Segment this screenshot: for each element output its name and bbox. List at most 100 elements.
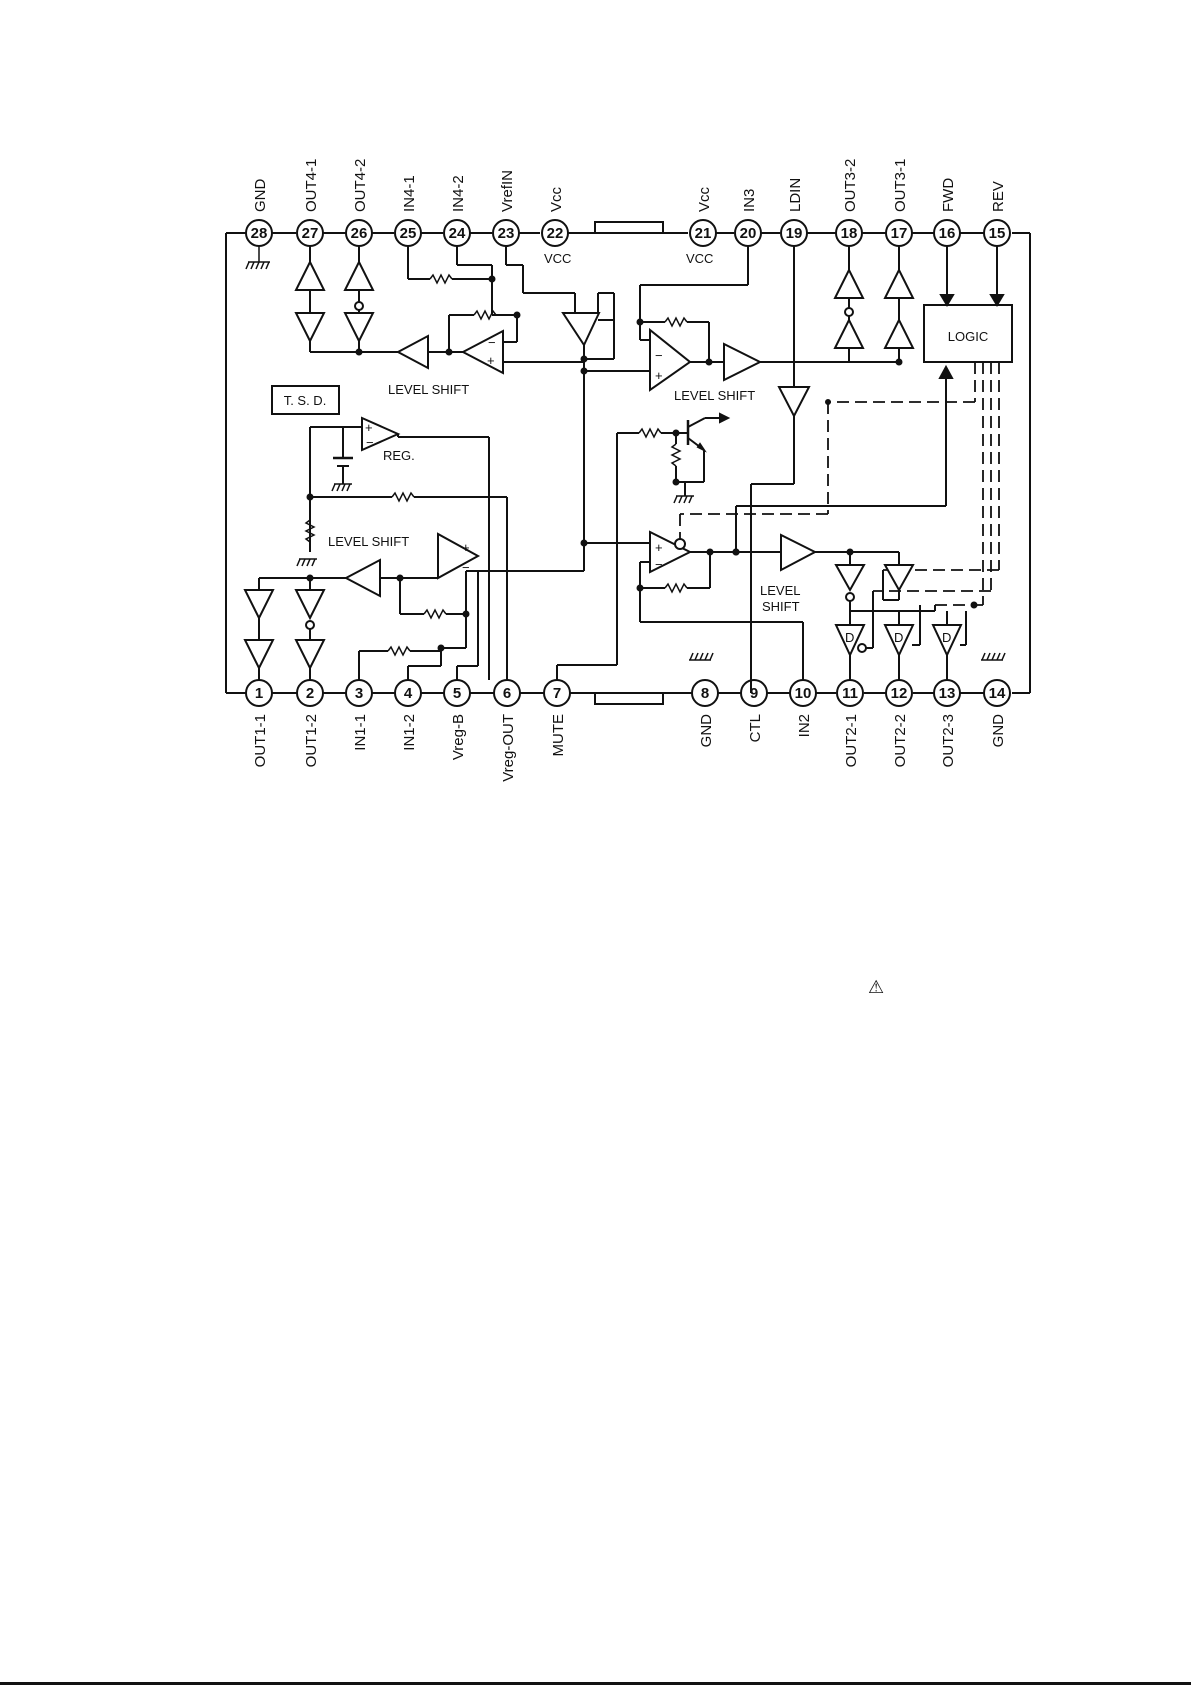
level-shift-label-ch4: LEVEL SHIFT (388, 382, 469, 397)
svg-text:D: D (894, 630, 903, 645)
svg-text:9: 9 (750, 685, 758, 702)
svg-text:20: 20 (740, 225, 757, 242)
pin-label: MUTE (550, 714, 567, 757)
mute-circuit (556, 412, 731, 680)
pin-label: OUT2-1 (843, 714, 860, 767)
pin-label: GND (990, 714, 1007, 748)
pin-22: 22 Vcc (541, 186, 569, 247)
warning-triangle-icon: ⚠ (868, 977, 885, 998)
svg-text:8: 8 (701, 685, 709, 702)
ldin-logic: LOGIC (679, 246, 1013, 693)
logic-block (923, 304, 1013, 363)
svg-text:10: 10 (795, 685, 812, 702)
svg-text:D: D (942, 630, 951, 645)
pin-17: 17 OUT3-1 (885, 159, 913, 247)
svg-text:−: − (655, 348, 663, 363)
pin-label: IN4-1 (401, 175, 418, 212)
svg-text:12: 12 (891, 685, 908, 702)
level-label-ch2: LEVEL (760, 583, 800, 598)
ldin-buffer (777, 386, 811, 419)
pin-label: Vreg-B (450, 714, 467, 760)
shift-label-ch2: SHIFT (762, 599, 800, 614)
svg-text:5: 5 (453, 685, 461, 702)
pin-label: CTL (747, 714, 764, 742)
ground-icon-divider (296, 558, 317, 567)
pin-label: Vcc (548, 186, 565, 212)
svg-text:−: − (462, 560, 470, 575)
pin-label: IN4-2 (450, 175, 467, 212)
svg-text:28: 28 (251, 225, 268, 242)
svg-text:27: 27 (302, 225, 319, 242)
svg-text:16: 16 (939, 225, 956, 242)
pin-label: IN1-1 (352, 714, 369, 751)
svg-text:15: 15 (989, 225, 1006, 242)
pin-18: 18 OUT3-2 (835, 159, 863, 247)
pin-label: REV (990, 181, 1007, 212)
svg-text:+: + (655, 368, 663, 383)
pin-label: OUT2-3 (940, 714, 957, 767)
channel-2: + − LEVEL SHIFT D D (636, 530, 978, 680)
pin-label: OUT2-2 (892, 714, 909, 767)
svg-text:1: 1 (255, 685, 263, 702)
ground-icon-pin14 (981, 652, 1006, 661)
pin-label: OUT1-2 (303, 714, 320, 767)
svg-text:+: + (462, 540, 470, 555)
pin-label: VrefIN (499, 170, 516, 212)
d-buffer-1 (834, 624, 866, 658)
pin-label: IN1-2 (401, 714, 418, 751)
svg-text:+: + (487, 353, 495, 368)
svg-text:2: 2 (306, 685, 314, 702)
svg-text:22: 22 (547, 225, 564, 242)
tsd-block (271, 385, 340, 415)
ground-icon-reg (331, 483, 352, 492)
pin-label: LDIN (787, 178, 804, 212)
svg-text:25: 25 (400, 225, 417, 242)
svg-text:+: + (655, 540, 663, 555)
ground-symbols (245, 246, 1006, 661)
svg-text:19: 19 (786, 225, 803, 242)
pin-label: OUT4-2 (352, 159, 369, 212)
opamp-reg (361, 416, 401, 452)
pin-15: 15 REV (983, 181, 1011, 247)
pin-25: 25 IN4-1 (394, 175, 422, 247)
pin-label: OUT1-1 (252, 714, 269, 767)
pin-label: IN2 (796, 714, 813, 737)
svg-text:7: 7 (553, 685, 561, 702)
level-shift-amp-ch4 (395, 334, 429, 370)
level-shift-amp-ch2 (780, 533, 818, 572)
tsd-label: T. S. D. (284, 393, 327, 408)
page-bottom-rule (0, 1682, 1191, 1685)
svg-text:18: 18 (841, 225, 858, 242)
svg-text:17: 17 (891, 225, 908, 242)
svg-text:11: 11 (842, 685, 858, 702)
opamp-ch1 (437, 532, 481, 580)
pin-19: 19 LDIN (780, 178, 808, 247)
vcc-label-22: VCC (544, 251, 571, 266)
svg-text:13: 13 (939, 685, 956, 702)
pin-label: OUT3-2 (842, 159, 859, 212)
pin-label: OUT3-1 (892, 159, 909, 212)
svg-text:21: 21 (695, 225, 712, 242)
svg-text:D: D (845, 630, 854, 645)
reg-label: REG. (383, 448, 415, 463)
vcc-label-21: VCC (686, 251, 713, 266)
vref-buffer (505, 246, 650, 571)
pin-label: Vreg-OUT (500, 714, 517, 782)
svg-text:+: + (365, 420, 373, 435)
opamp-ch3 (649, 327, 692, 392)
